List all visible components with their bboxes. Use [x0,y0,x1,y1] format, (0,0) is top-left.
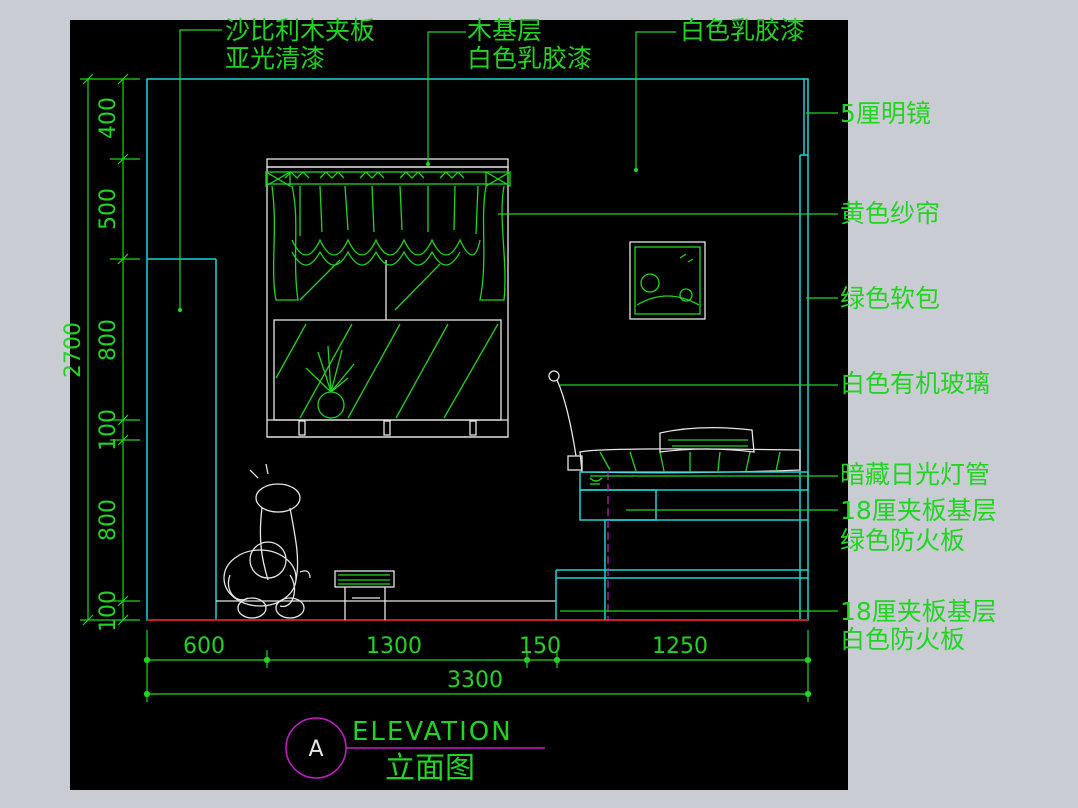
dim-v-total: 2700 [61,322,86,378]
note-hidden-light: 暗藏日光灯管 [840,460,990,489]
note-wood-plywood: 沙比利木夹板 [225,16,375,45]
title-chinese: 立面图 [385,751,475,786]
dim-h-1250: 1250 [652,634,708,659]
title-block: A ELEVATION 立面图 [285,717,545,786]
dim-v-800-top: 800 [96,319,121,361]
note-curtain: 黄色纱帘 [840,199,940,228]
note-plywood-white-1: 18厘夹板基层 [840,597,997,626]
stool-icon [334,570,395,620]
window-with-curtain [265,158,511,438]
bed-unit [555,426,809,620]
potted-plant-icon [305,345,355,419]
horizontal-dimensions: 600 1300 150 1250 3300 [143,630,812,702]
dim-h-600: 600 [183,634,225,659]
dim-v-100-bottom: 100 [96,590,121,632]
desk-lamp-icon [548,370,583,471]
note-plywood-green-1: 18厘夹板基层 [840,496,997,525]
note-plywood-green-2: 绿色防火板 [840,526,965,555]
title-marker: A [308,737,323,762]
dim-v-800-bottom: 800 [96,499,121,541]
annotations: 沙比利木夹板 亚光清漆 木基层 白色乳胶漆 白色乳胶漆 5厘明镜 黄色纱帘 绿色… [225,16,997,654]
note-plywood-white-2: 白色防火板 [840,625,965,654]
note-acrylic: 白色有机玻璃 [840,369,990,398]
dim-h-1300: 1300 [366,634,422,659]
note-matte-varnish: 亚光清漆 [225,44,325,73]
framed-landscape-icon [629,241,706,320]
note-soft-pack: 绿色软包 [840,284,940,313]
vertical-dimensions: 400 500 800 100 800 100 2700 [61,73,140,632]
leader-lines [177,29,838,612]
note-white-latex-1: 白色乳胶漆 [467,44,592,73]
note-mirror: 5厘明镜 [840,99,931,128]
room-outline [146,78,809,621]
dim-h-total: 3300 [447,668,503,693]
dim-v-500: 500 [96,188,121,230]
dim-v-400: 400 [96,97,121,139]
note-white-latex-2: 白色乳胶漆 [680,16,805,45]
giraffe-toy-icon [223,463,311,619]
title-english: ELEVATION [352,717,513,747]
note-wood-base: 木基层 [467,16,542,45]
dim-v-100-mid: 100 [96,409,121,451]
pillow-icon [659,426,755,453]
dim-h-150: 150 [519,634,561,659]
drawing-background [70,20,848,790]
